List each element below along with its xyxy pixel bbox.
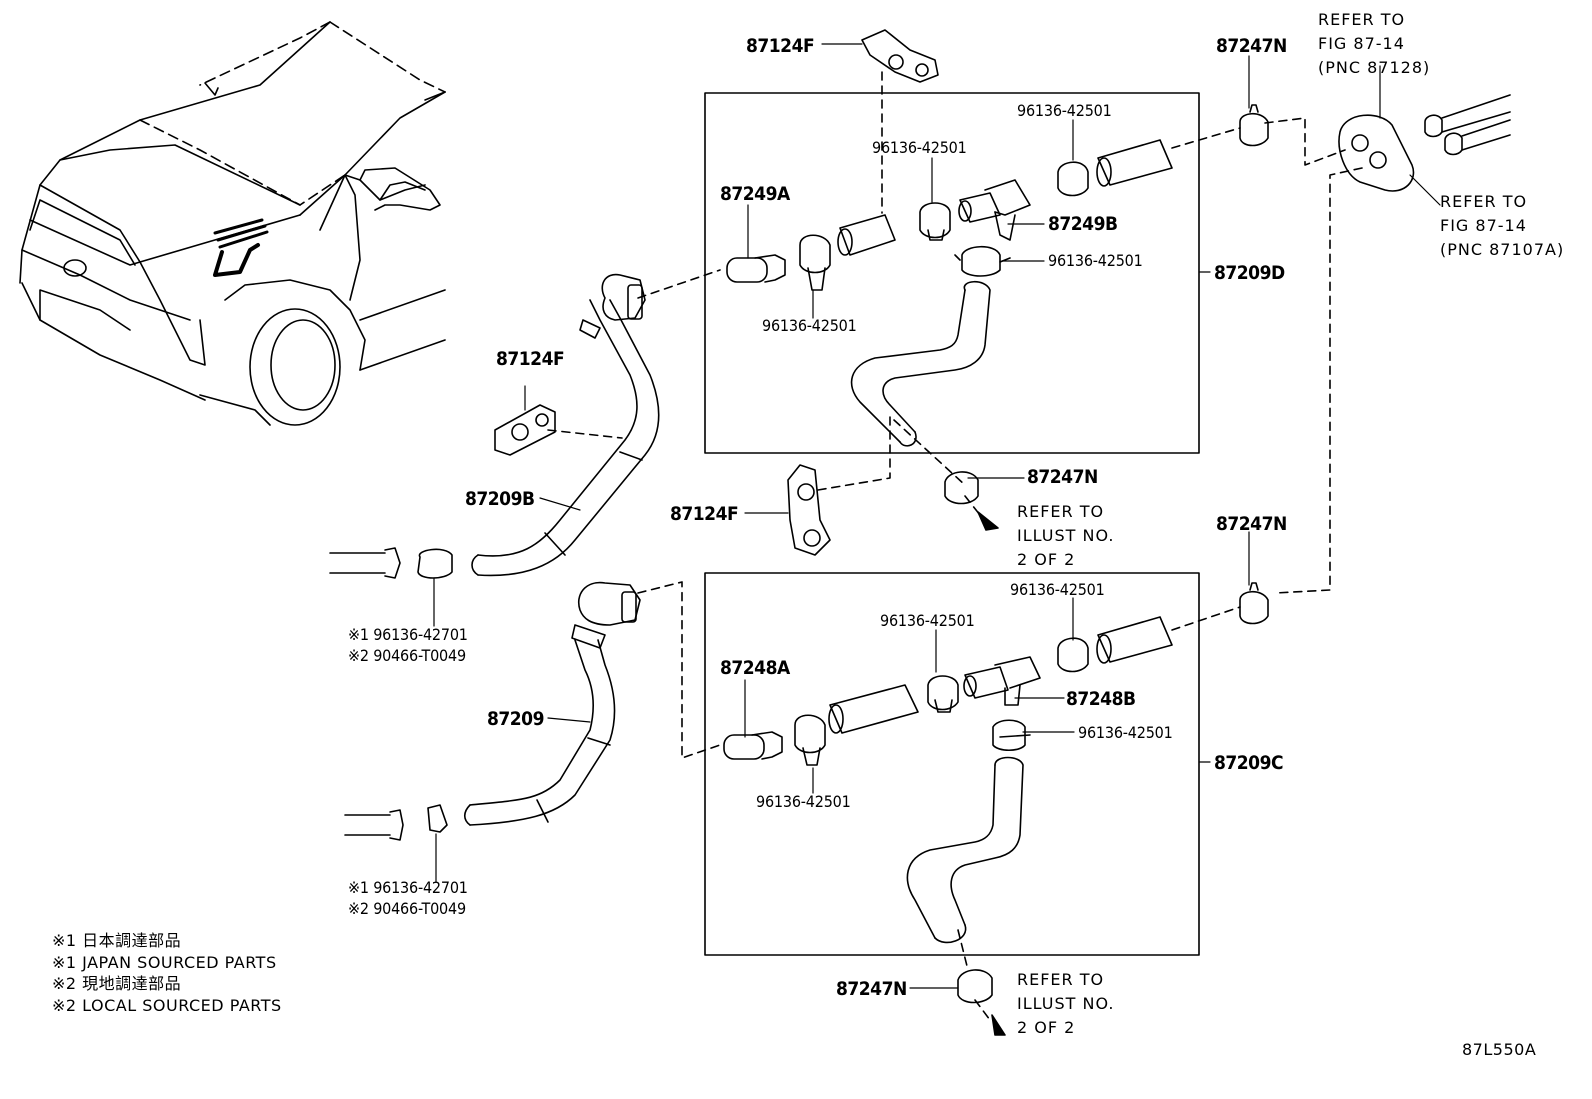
label-87124F-top: 87124F bbox=[746, 35, 815, 57]
clip-87124F-left bbox=[494, 404, 556, 456]
label-87247N-right: 87247N bbox=[1216, 513, 1287, 535]
pipes-top-right bbox=[1424, 94, 1511, 156]
label-87124F-left: 87124F bbox=[496, 348, 565, 370]
label-87209C: 87209C bbox=[1214, 752, 1284, 774]
label-87248A: 87248A bbox=[720, 657, 790, 679]
ref-line: 2 OF 2 bbox=[1017, 550, 1076, 569]
ref-line: REFER TO bbox=[1440, 192, 1528, 211]
refer-fig-87128: REFER TO FIG 87-14 (PNC 87128) bbox=[1318, 8, 1430, 80]
label-87124F-mid: 87124F bbox=[670, 503, 739, 525]
label-clamp-5: 96136-42501 bbox=[1010, 580, 1105, 599]
pipe-end-upper bbox=[329, 547, 453, 579]
label-87209: 87209 bbox=[487, 708, 544, 730]
ref-line: REFER TO bbox=[1017, 970, 1105, 989]
assembly-box-87209D bbox=[704, 92, 1200, 454]
assembly-box-87209C bbox=[704, 572, 1200, 956]
label-87247N-mid: 87247N bbox=[1027, 466, 1098, 488]
ref-line: FIG 87-14 bbox=[1440, 216, 1527, 235]
vehicle-illustration bbox=[19, 21, 446, 426]
clamp-87247N-top bbox=[1239, 104, 1269, 147]
label-clamp-6: 96136-42501 bbox=[880, 611, 975, 630]
lower-assembly-parts bbox=[723, 616, 1173, 944]
legend-line: ※1 JAPAN SOURCED PARTS bbox=[52, 952, 277, 972]
clamp-87247N-mid bbox=[944, 471, 979, 505]
upper-assembly-parts bbox=[726, 139, 1173, 447]
label-alt-lower-2: ※2 90466-T0049 bbox=[348, 899, 466, 918]
label-clamp-8: 96136-42501 bbox=[756, 792, 851, 811]
label-clamp-2: 96136-42501 bbox=[872, 138, 967, 157]
arrow-mid bbox=[977, 511, 999, 531]
label-87209D: 87209D bbox=[1214, 262, 1285, 284]
ref-line: REFER TO bbox=[1017, 502, 1105, 521]
refer-fig-87107A: REFER TO FIG 87-14 (PNC 87107A) bbox=[1440, 190, 1564, 262]
ref-line: ILLUST NO. bbox=[1017, 994, 1115, 1013]
ref-line: 2 OF 2 bbox=[1017, 1018, 1076, 1037]
pipe-end-lower bbox=[344, 804, 448, 841]
clip-87124F-mid bbox=[787, 464, 831, 556]
label-87247N-bottom: 87247N bbox=[836, 978, 907, 1000]
clamp-87247N-right bbox=[1239, 582, 1269, 625]
hose-87209B bbox=[471, 273, 660, 577]
label-clamp-3: 96136-42501 bbox=[1048, 251, 1143, 270]
label-alt-lower-1: ※1 96136-42701 bbox=[348, 878, 468, 897]
label-alt-upper-2: ※2 90466-T0049 bbox=[348, 646, 466, 665]
label-clamp-7: 96136-42501 bbox=[1078, 723, 1173, 742]
label-87247N-top: 87247N bbox=[1216, 35, 1287, 57]
figure-code: 87L550A bbox=[1462, 1040, 1537, 1059]
ref-line: (PNC 87128) bbox=[1318, 58, 1431, 77]
label-clamp-4: 96136-42501 bbox=[762, 316, 857, 335]
ref-line: FIG 87-14 bbox=[1318, 34, 1405, 53]
leader-lines bbox=[433, 43, 1441, 989]
refer-illust-mid: REFER TO ILLUST NO. 2 OF 2 bbox=[1017, 500, 1114, 572]
refer-illust-bottom: REFER TO ILLUST NO. 2 OF 2 bbox=[1017, 968, 1114, 1040]
clamp-87247N-bottom bbox=[957, 969, 993, 1004]
legend-line: ※2 LOCAL SOURCED PARTS bbox=[52, 995, 282, 1015]
legend-line: ※2 現地調達部品 bbox=[52, 974, 182, 993]
ref-line: (PNC 87107A) bbox=[1440, 240, 1565, 259]
legend-line: ※1 日本調達部品 bbox=[52, 931, 182, 950]
label-87248B: 87248B bbox=[1066, 688, 1136, 710]
clip-87124F-top bbox=[861, 29, 939, 83]
label-alt-upper-1: ※1 96136-42701 bbox=[348, 625, 468, 644]
label-87209B: 87209B bbox=[465, 488, 535, 510]
dashed-leaders bbox=[547, 71, 1363, 1021]
label-87249B: 87249B bbox=[1048, 213, 1118, 235]
label-clamp-1: 96136-42501 bbox=[1017, 101, 1112, 120]
grommet bbox=[1338, 114, 1415, 192]
hose-87209 bbox=[463, 581, 641, 826]
arrow-bottom bbox=[991, 1014, 1006, 1036]
ref-line: ILLUST NO. bbox=[1017, 526, 1115, 545]
label-87249A: 87249A bbox=[720, 183, 790, 205]
legend: ※1 日本調達部品 ※1 JAPAN SOURCED PARTS ※2 現地調達… bbox=[52, 930, 282, 1016]
ref-line: REFER TO bbox=[1318, 10, 1406, 29]
